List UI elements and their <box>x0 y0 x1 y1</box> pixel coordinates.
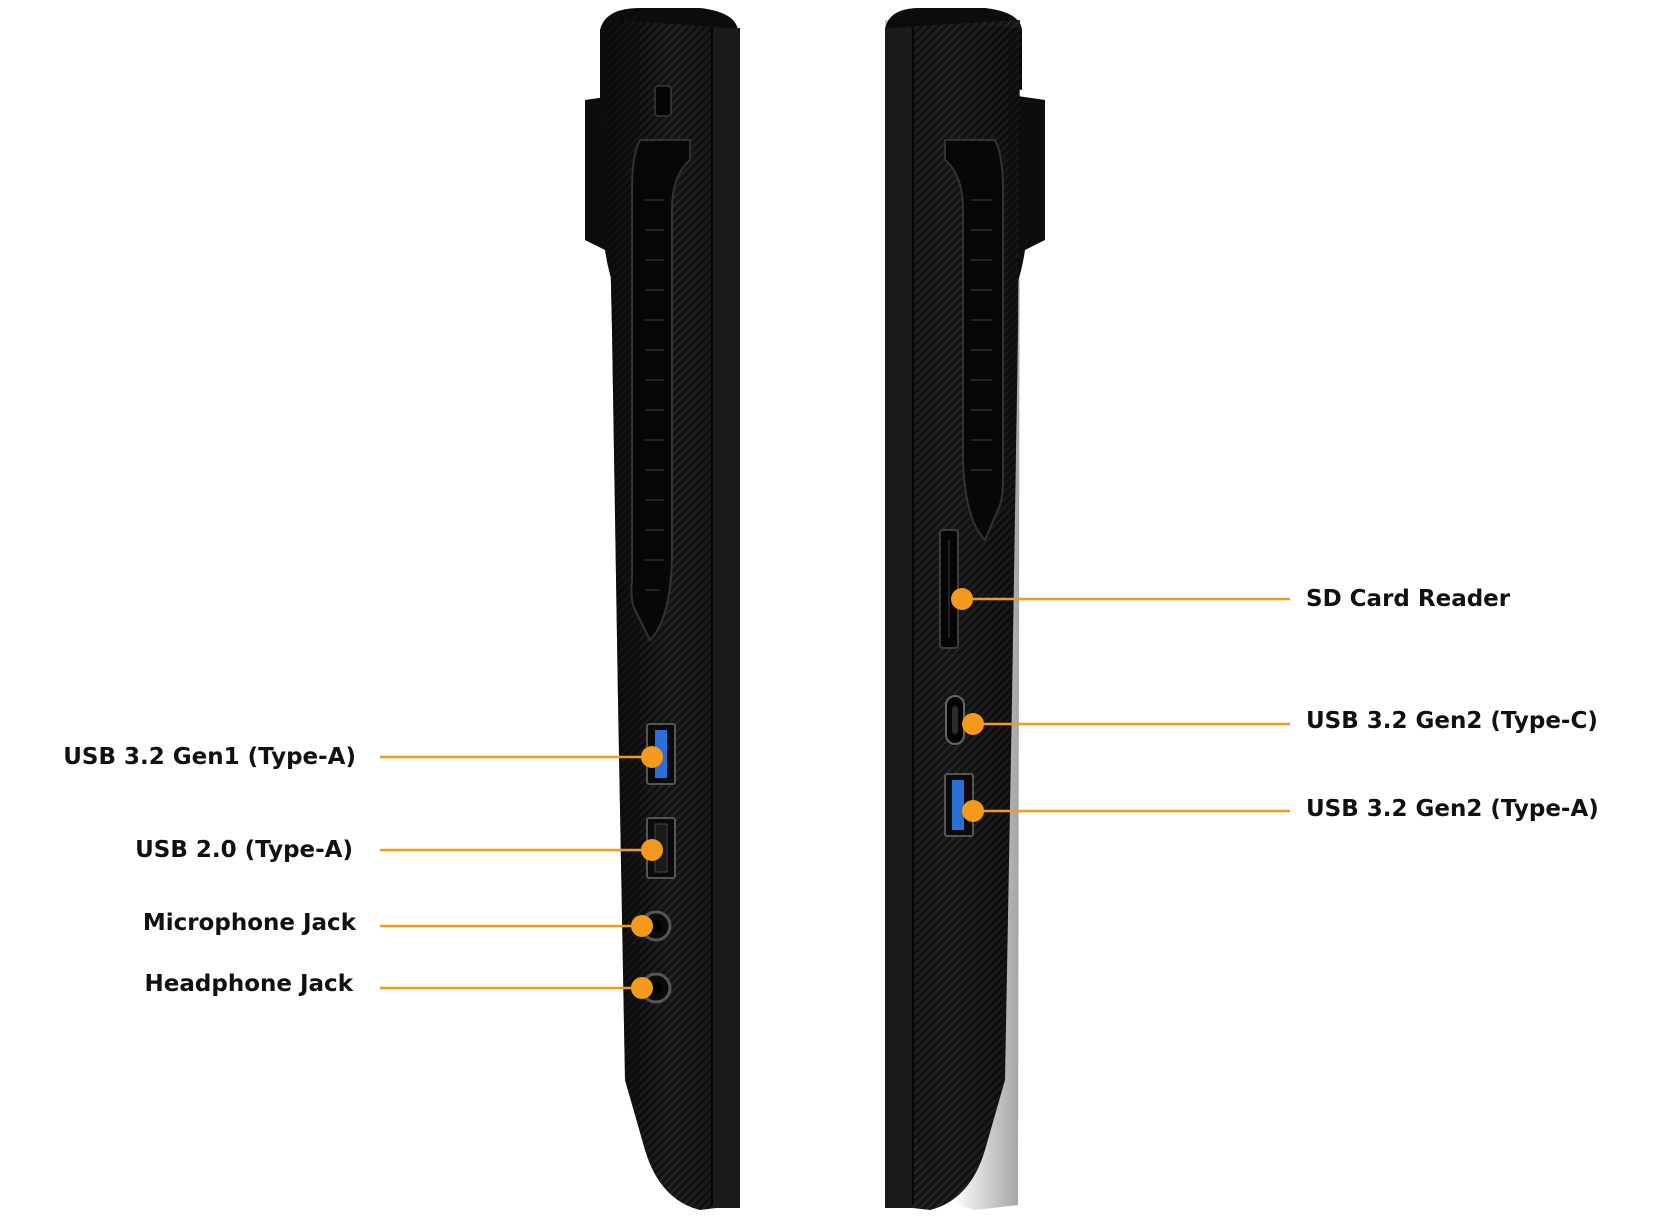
right-lid-edge <box>885 28 913 1208</box>
leader-dot-usb32-gen2-type-a <box>962 800 984 822</box>
label-usb32-gen1-type-a: USB 3.2 Gen1 (Type-A) <box>63 744 356 770</box>
leader-dot-usb20-type-a <box>641 839 663 861</box>
lock-slot-icon <box>654 85 672 117</box>
label-microphone-jack: Microphone Jack <box>142 910 356 936</box>
label-usb20-type-a: USB 2.0 (Type-A) <box>135 837 353 863</box>
vent-icon <box>630 139 691 642</box>
leader-dot-usb32-gen1-type-a <box>641 746 663 768</box>
label-usb32-gen2-type-a: USB 3.2 Gen2 (Type-A) <box>1306 796 1599 822</box>
sd-slot-icon <box>939 529 959 649</box>
leader-dot-sd-card-reader <box>951 588 973 610</box>
usb-c-port-icon <box>945 695 965 745</box>
left-lid-edge <box>712 28 740 1208</box>
label-headphone-jack: Headphone Jack <box>144 971 353 997</box>
right-laptop-side <box>885 8 1045 1210</box>
callout-layer <box>380 588 1290 999</box>
leader-dot-headphone-jack <box>631 977 653 999</box>
usb-a-blue-port-icon <box>944 773 974 837</box>
label-sd-card-reader: SD Card Reader <box>1306 586 1511 612</box>
leader-dot-usb32-gen2-type-c <box>962 713 984 735</box>
left-laptop-side <box>585 8 740 1210</box>
label-usb32-gen2-type-c: USB 3.2 Gen2 (Type-C) <box>1306 708 1598 734</box>
leader-dot-microphone-jack <box>631 915 653 937</box>
